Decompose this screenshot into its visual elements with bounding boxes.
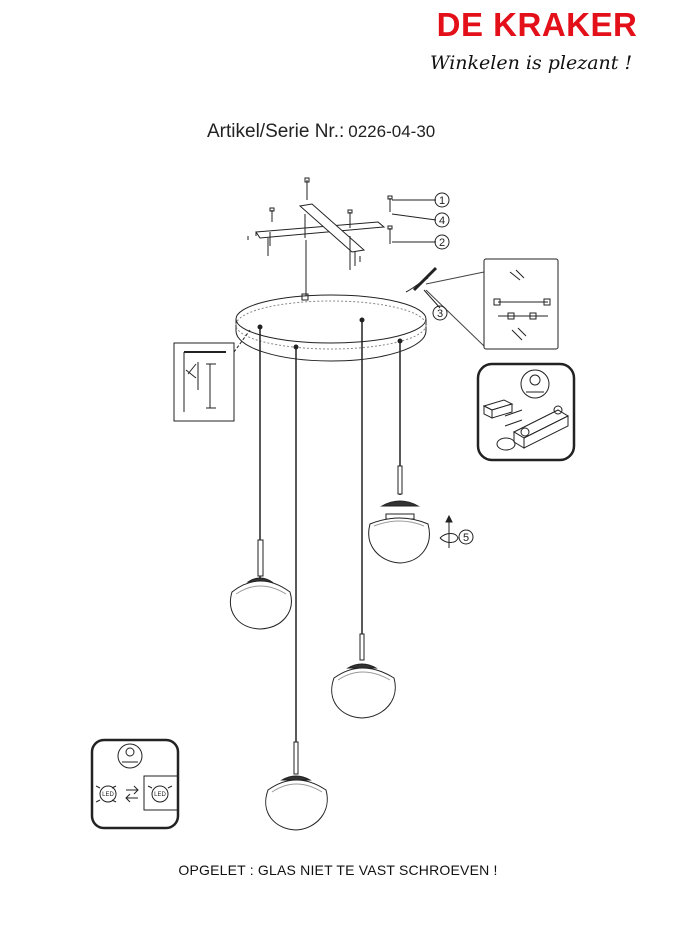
pendant-shade-left: [230, 539, 292, 630]
wiring-connection-icon: [483, 258, 559, 350]
electrician-driver-icon: [476, 362, 576, 462]
pendant-shade-right: [368, 465, 430, 564]
led-label-new: LED: [154, 792, 166, 798]
brand-name: DE KRAKER: [436, 6, 638, 43]
callout-1: 1: [439, 195, 445, 207]
article-number: 0226-04-30: [348, 122, 436, 141]
rotate-arrow-icon: [439, 533, 459, 543]
callout-2: 2: [439, 237, 445, 249]
callout-3: 3: [437, 308, 443, 320]
mounting-bracket: [247, 177, 393, 298]
brand-slogan: Winkelen is plezant !: [430, 52, 633, 74]
callout-4: 4: [439, 215, 445, 227]
brand-logo: DE KRAKER: [432, 6, 642, 44]
article-label: Artikel/Serie Nr.:: [207, 121, 345, 142]
pendant-shade-bottom: [265, 741, 328, 831]
mounting-detail-icon: [173, 329, 251, 422]
led-replacement-icon: [90, 738, 180, 830]
article-number-line: Artikel/Serie Nr.:0226-04-30: [207, 121, 435, 143]
callout-markers: [432, 192, 474, 545]
pendant-shade-middle: [331, 633, 396, 719]
led-label-old: LED: [102, 792, 114, 798]
callout-5: 5: [463, 532, 469, 544]
ceiling-canopy: [235, 293, 427, 362]
glass-warning-text: OPGELET : GLAS NIET TE VAST SCHROEVEN !: [178, 862, 498, 878]
